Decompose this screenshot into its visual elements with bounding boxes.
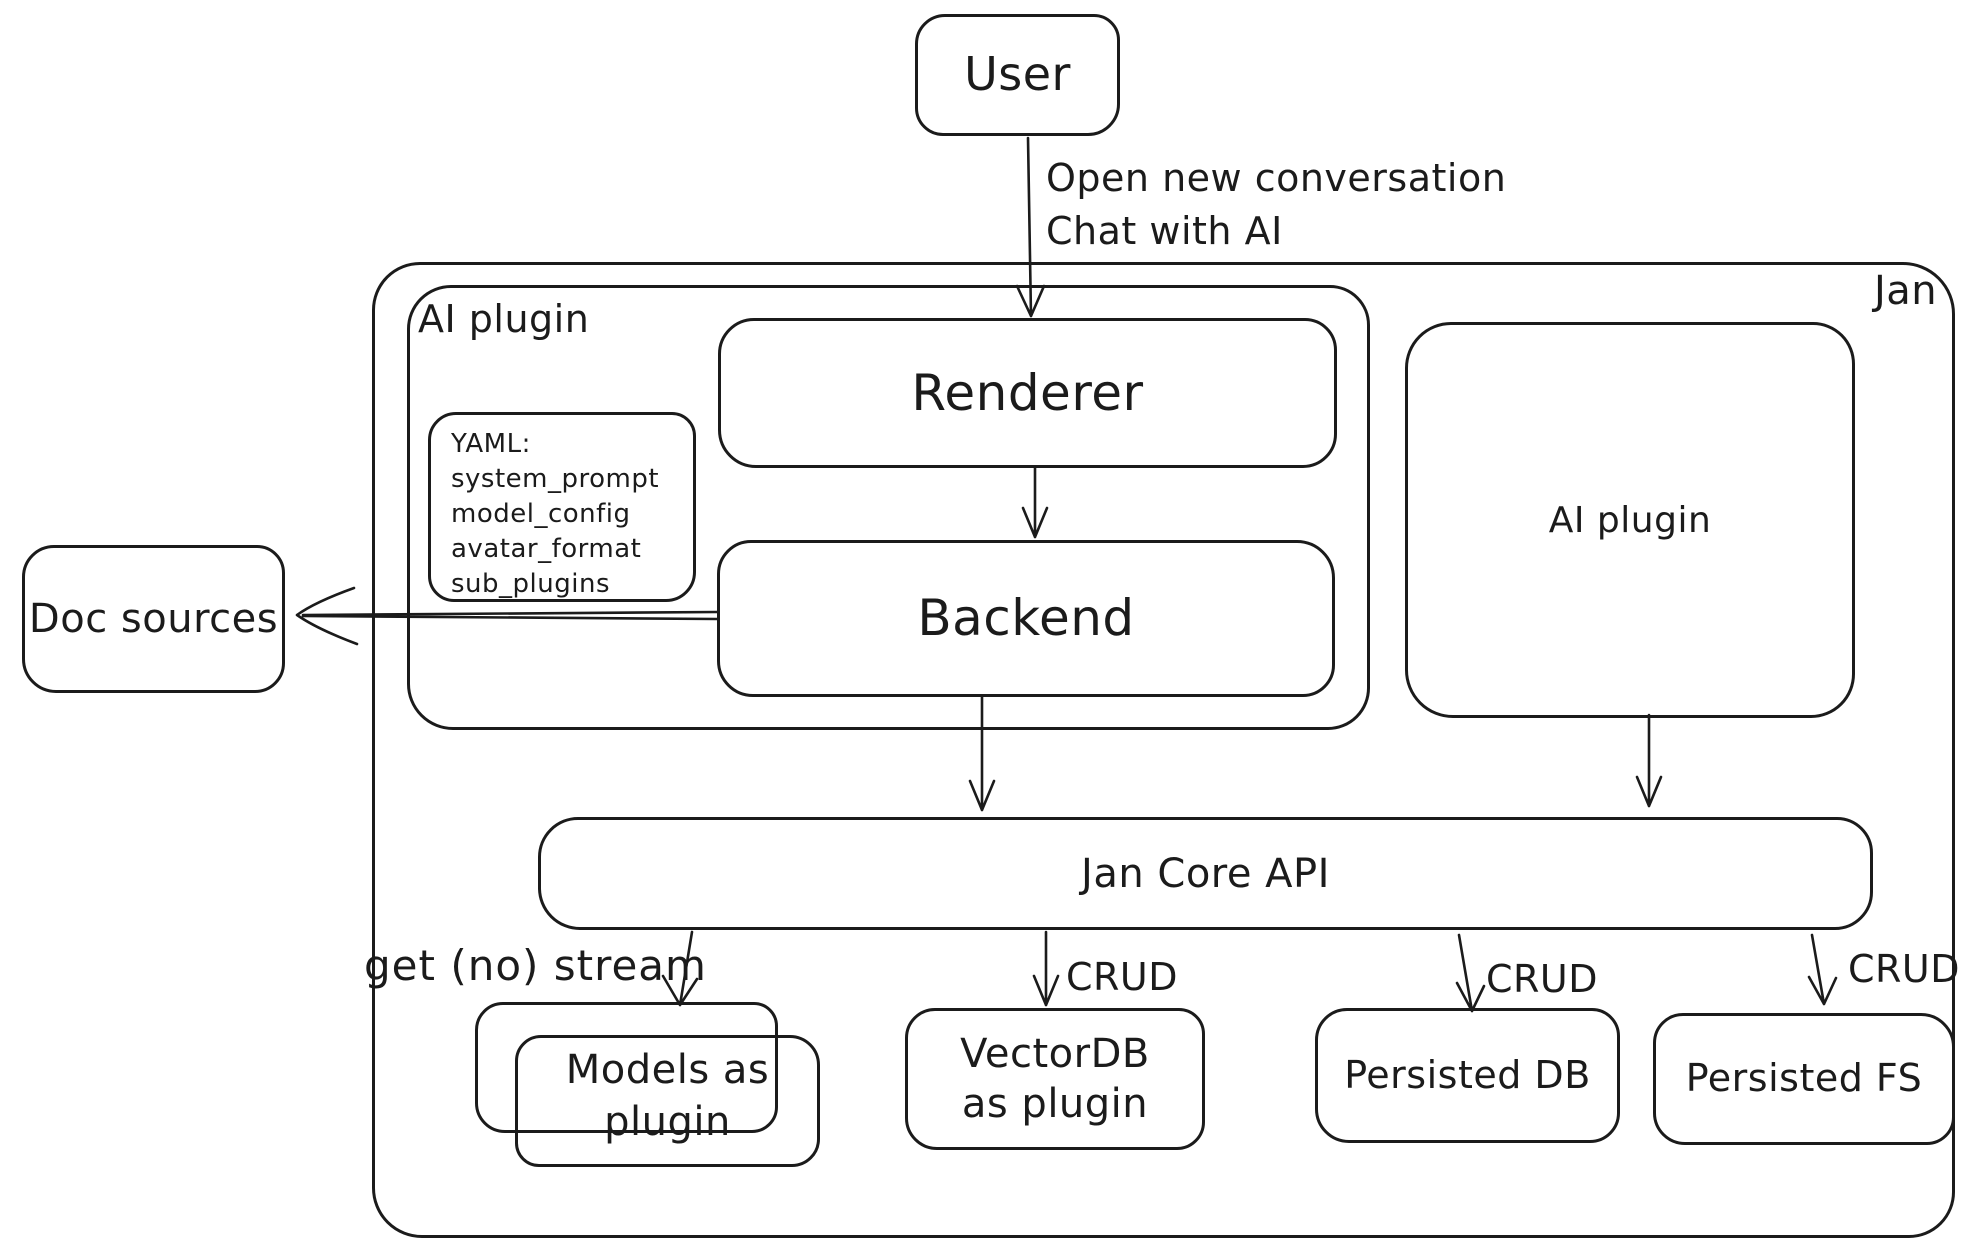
edge-label-crud-persisted-db: CRUD: [1486, 957, 1599, 1001]
ai-plugin-node: AI plugin: [1405, 322, 1855, 718]
jan-container: [372, 262, 1955, 1238]
yaml-line: sub_plugins: [451, 569, 610, 599]
doc-sources-node-label: Doc sources: [28, 596, 279, 642]
edge-label-crud-persisted-fs: CRUD: [1848, 947, 1961, 991]
persisted-db-node-label: Persisted DB: [1344, 1052, 1591, 1097]
persisted-fs-node-label: Persisted FS: [1685, 1056, 1923, 1101]
edge-label-line: Chat with AI: [1046, 209, 1283, 253]
edge-label-user-to-renderer: Open new conversation Chat with AI: [1046, 152, 1506, 258]
edge-label-get-no-stream: get (no) stream: [364, 941, 707, 990]
ai-plugin-node-label: AI plugin: [1548, 499, 1712, 541]
yaml-line: model_config: [451, 499, 631, 529]
vectordb-plugin-node: VectorDB as plugin: [905, 1008, 1205, 1150]
backend-node: Backend: [717, 540, 1335, 697]
edge-label-line: Open new conversation: [1046, 156, 1507, 200]
renderer-node: Renderer: [718, 318, 1337, 468]
yaml-line: avatar_format: [451, 534, 642, 564]
models-plugin-node-label: Models as plugin: [565, 1047, 770, 1145]
backend-node-label: Backend: [917, 589, 1135, 648]
ai-plugin-group: [407, 285, 1370, 730]
vectordb-plugin-node-label: VectorDB as plugin: [960, 1031, 1150, 1127]
yaml-line: system_prompt: [451, 464, 660, 494]
user-node: User: [915, 14, 1120, 136]
persisted-fs-node: Persisted FS: [1653, 1013, 1955, 1145]
models-plugin-back-rect: [475, 1002, 778, 1133]
user-node-label: User: [964, 47, 1071, 102]
yaml-line: YAML:: [451, 429, 531, 459]
renderer-node-label: Renderer: [911, 363, 1144, 422]
edge-label-crud-vectordb: CRUD: [1066, 955, 1179, 999]
models-plugin-node: [515, 1035, 820, 1167]
yaml-note: YAML: system_prompt model_config avatar_…: [428, 412, 696, 602]
doc-sources-node: Doc sources: [22, 545, 285, 693]
persisted-db-node: Persisted DB: [1315, 1008, 1620, 1143]
ai-plugin-group-label: AI plugin: [418, 297, 590, 341]
jan-core-api-node-label: Jan Core API: [1081, 850, 1330, 897]
jan-core-api-node: Jan Core API: [538, 817, 1873, 930]
jan-container-label: Jan: [1874, 268, 1938, 314]
